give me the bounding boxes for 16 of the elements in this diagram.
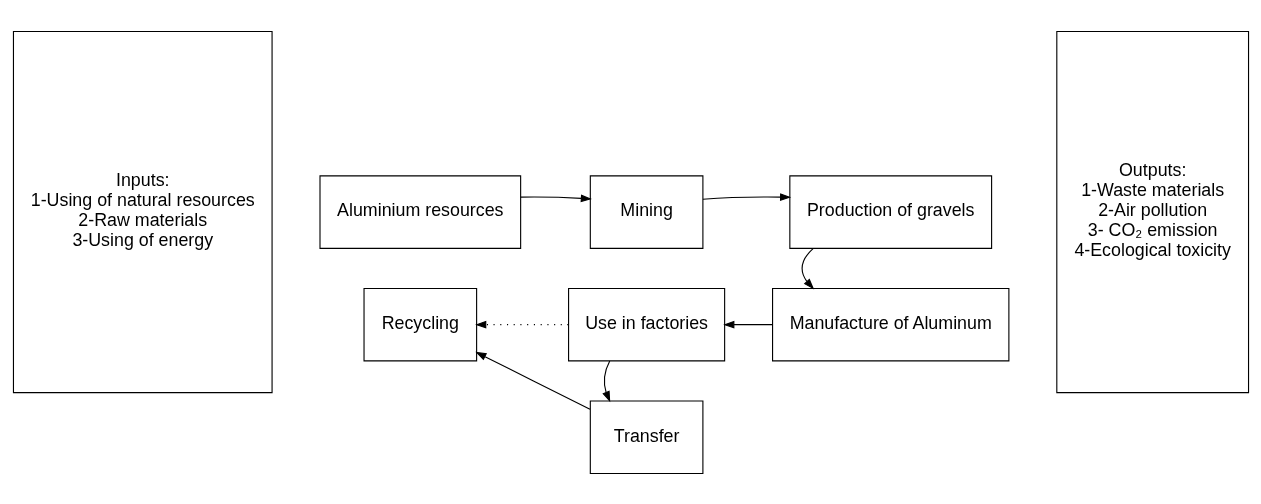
node-box: Transfer — [589, 399, 703, 474]
arrow — [722, 320, 773, 329]
node-box: Production of gravels — [788, 174, 992, 249]
node-box: Recycling — [362, 287, 477, 361]
node-box: Inputs: 1-Using of natural resources 2-Raw materials 3-Using of energy — [12, 30, 273, 393]
arrow — [601, 359, 610, 402]
node-box: Use in factories — [567, 287, 725, 361]
arrow — [701, 192, 791, 201]
arrow — [474, 351, 591, 410]
node-box: Aluminium resources — [318, 174, 521, 249]
node-box: Outputs: 1-Waste materials 2-Air pollution 3- CO₂ emission 4-Ecological toxicity — [1055, 30, 1249, 393]
arrow — [801, 247, 814, 289]
node-box: Mining — [589, 174, 703, 249]
arrow — [474, 320, 569, 329]
node-box: Manufacture of Aluminum — [771, 287, 1009, 361]
arrow — [519, 193, 592, 202]
